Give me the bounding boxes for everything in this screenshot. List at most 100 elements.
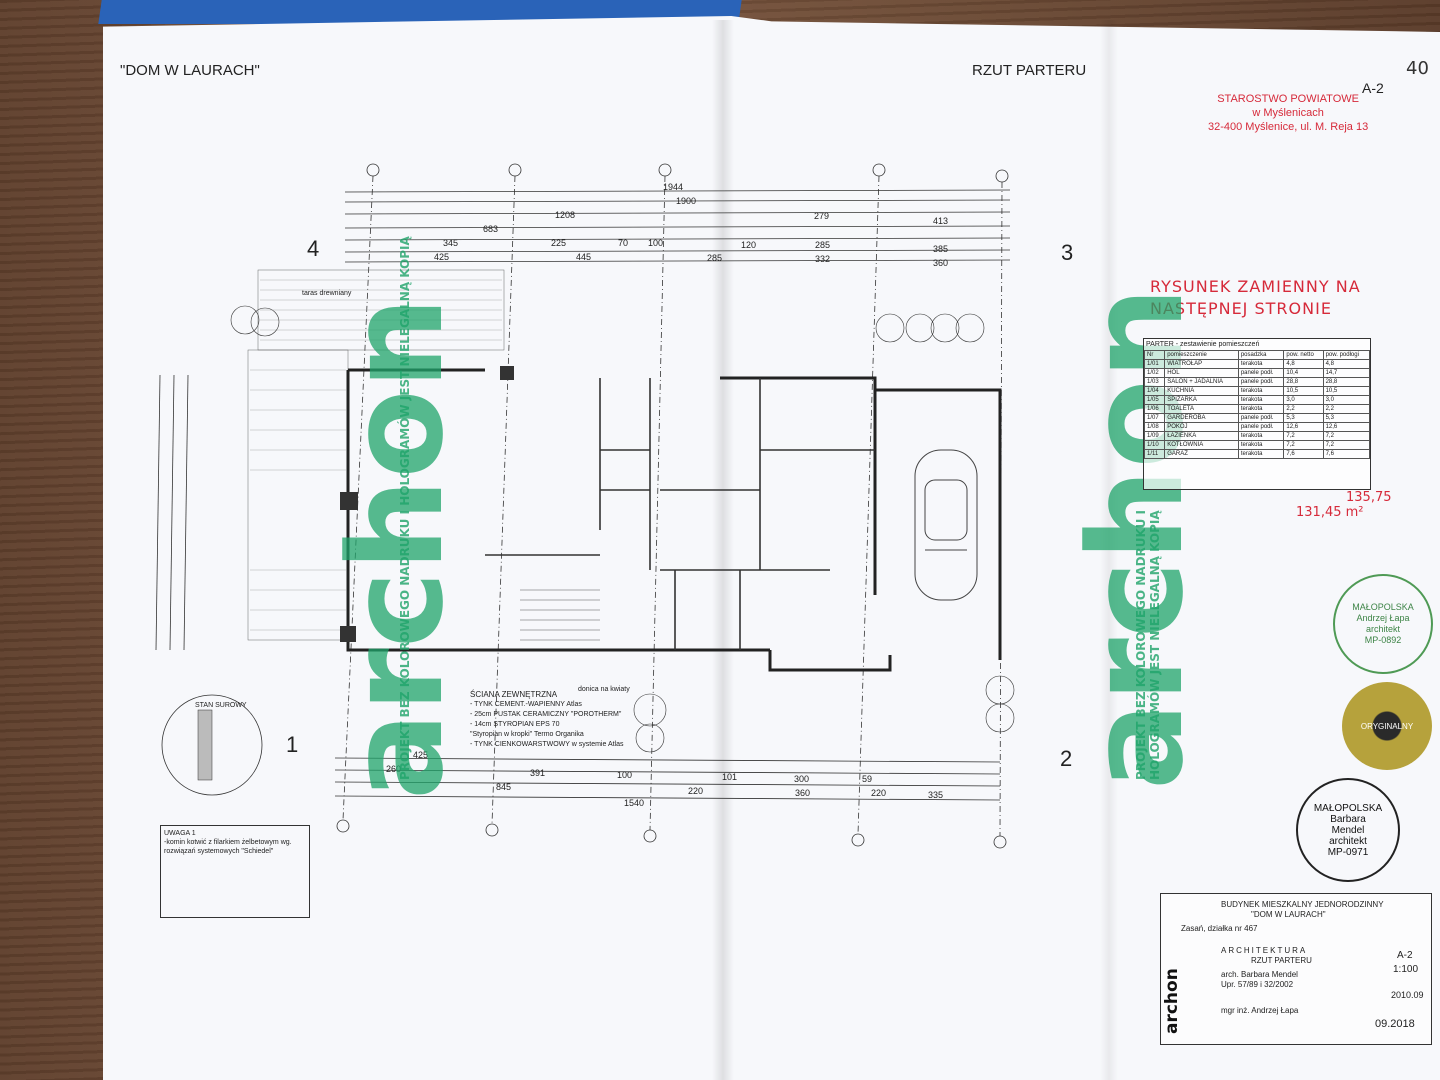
dimension-value: 300 [794,774,810,784]
uwaga-note: UWAGA 1 -komin kotwić z filarkiem żelbet… [160,825,310,918]
table-cell: HOL [1164,368,1239,378]
table-cell: 3,0 [1322,395,1371,405]
terrace-label: taras drewniany [302,290,352,297]
note-line: RYSUNEK ZAMIENNY NA [1150,277,1361,296]
title-sheet: A-2 [1397,950,1413,961]
table-cell: 1/03 [1143,377,1166,387]
dimension-value: 59 [862,774,873,784]
dimension-value: 260 [386,764,402,774]
table-header: pomieszczenie [1164,350,1239,360]
archon-logo: archon [1162,968,1182,1034]
dimension-value: 220 [688,786,704,796]
table-cell: 10,5 [1283,386,1324,396]
dimension-value: 360 [933,258,949,268]
dimension-total: 1540 [624,798,645,808]
table-cell: 1/10 [1143,440,1166,450]
area-value: 131,45 m² [1296,505,1364,520]
seal-text: Andrzej Łapa [1356,613,1410,623]
table-cell: panele podł. [1237,413,1285,423]
elevation-number: 3 [1061,240,1074,265]
dimension-value: 345 [443,238,459,248]
table-cell: 1/01 [1143,359,1166,369]
table-cell: terakota [1237,395,1285,405]
dimension-value: 425 [434,252,450,262]
table-cell: terakota [1237,431,1285,441]
table-cell: terakota [1237,404,1285,414]
wall-legend-line: - TYNK CEMENT.-WAPIENNY Atlas [470,701,582,708]
sheet-title: RZUT PARTERU [972,62,1087,79]
table-cell: 7,2 [1283,440,1324,450]
seal-text: architekt [1365,624,1400,634]
seal-text: MAŁOPOLSKA [1352,602,1414,612]
dimension-value: 70 [618,238,629,248]
area-note: 135,75 131,45 m² [1296,490,1392,520]
seal-text: Mendel [1331,824,1365,836]
paper-fold-right [1100,20,1118,1080]
table-cell: 2,2 [1283,404,1324,414]
table-cell: 4,8 [1283,359,1324,369]
table-cell: 7,2 [1322,431,1371,441]
table-cell: 1/11 [1143,449,1166,459]
table-cell: panele podł. [1237,422,1285,432]
table-cell: KUCHNIA [1164,386,1239,396]
note-line: NASTĘPNEJ STRONIE [1150,299,1332,318]
table-cell: 28,8 [1322,377,1371,387]
dimension-value: 225 [551,238,567,248]
table-cell: WIATROŁAP [1164,359,1239,369]
seal-text: architekt [1329,835,1367,847]
dimension-value: 845 [496,782,512,792]
dimension-value: 285 [707,253,723,263]
dimension-value: 101 [722,772,738,782]
dimension-value: 100 [617,770,633,780]
office-stamp-line: 32-400 Myślenice, ul. M. Reja 13 [1208,121,1369,133]
title-location: Zasań, działka nr 467 [1181,924,1258,933]
office-stamp-line: w Myślenicach [1252,107,1324,119]
table-cell: 1/05 [1143,395,1166,405]
table-cell: KOTŁOWNIA [1164,440,1239,450]
dimension-value: 360 [795,788,811,798]
table-header: Nr [1143,350,1166,360]
table-cell: 4,8 [1322,359,1371,369]
floor-plan-drawing [155,163,1015,849]
seal-text: MP-0892 [1364,635,1402,645]
title-block: BUDYNEK MIESZKALNY JEDNORODZINNY "DOM W … [1160,893,1432,1045]
title-scale: 1:100 [1393,964,1419,975]
table-cell: 5,3 [1322,413,1371,423]
watermark-notice: PROJEKT BEZ KOLOROWEGO NADRUKU I HOLOGRA… [1134,509,1162,780]
hologram-seal: ORYGINALNY [1342,682,1432,770]
rooms-table-grid: Nr pomieszczenie posadzka pow. netto pow… [1143,350,1371,459]
table-cell: 1/08 [1143,422,1166,432]
dimension-value: 683 [483,224,499,234]
elevation-number: 2 [1060,746,1073,771]
table-cell: terakota [1237,440,1285,450]
table-cell: 1/07 [1143,413,1166,423]
title-name: "DOM W LAURACH" [1251,910,1326,919]
seal-text: MP-0971 [1327,846,1369,858]
dimension-value: 100 [648,238,664,248]
dimension-value: 332 [815,254,831,264]
table-cell: terakota [1237,449,1285,459]
architect-seal-black: MAŁOPOLSKA Barbara Mendel architekt MP-0… [1296,778,1400,882]
table-cell: panele podł. [1237,368,1285,378]
table-cell: 7,6 [1322,449,1371,459]
table-cell: terakota [1237,359,1285,369]
detail-circle [161,694,263,796]
table-cell: 10,4 [1283,368,1324,378]
stan-surowy-label: STAN SUROWY [195,702,247,709]
wall-legend: ŚCIANA ZEWNĘTRZNA - TYNK CEMENT.-WAPIENN… [470,690,624,750]
table-cell: ŁAZIENKA [1164,431,1239,441]
wall-legend-line: - TYNK CIENKOWARSTWOWY w systemie Atlas [470,741,624,748]
table-cell: SPIŻARKA [1164,395,1239,405]
archon-watermark: archon [320,296,472,800]
table-cell: 12,6 [1283,422,1324,432]
table-cell: TOALETA [1164,404,1239,414]
table-cell: 3,0 [1283,395,1324,405]
uwaga-text: -komin kotwić z filarkiem żelbetowym wg.… [164,839,292,855]
wall-legend-title: ŚCIANA ZEWNĘTRZNA [470,690,558,699]
sheet-code: A-2 [1362,80,1384,96]
office-stamp-line: STAROSTWO POWIATOWE [1217,93,1359,105]
